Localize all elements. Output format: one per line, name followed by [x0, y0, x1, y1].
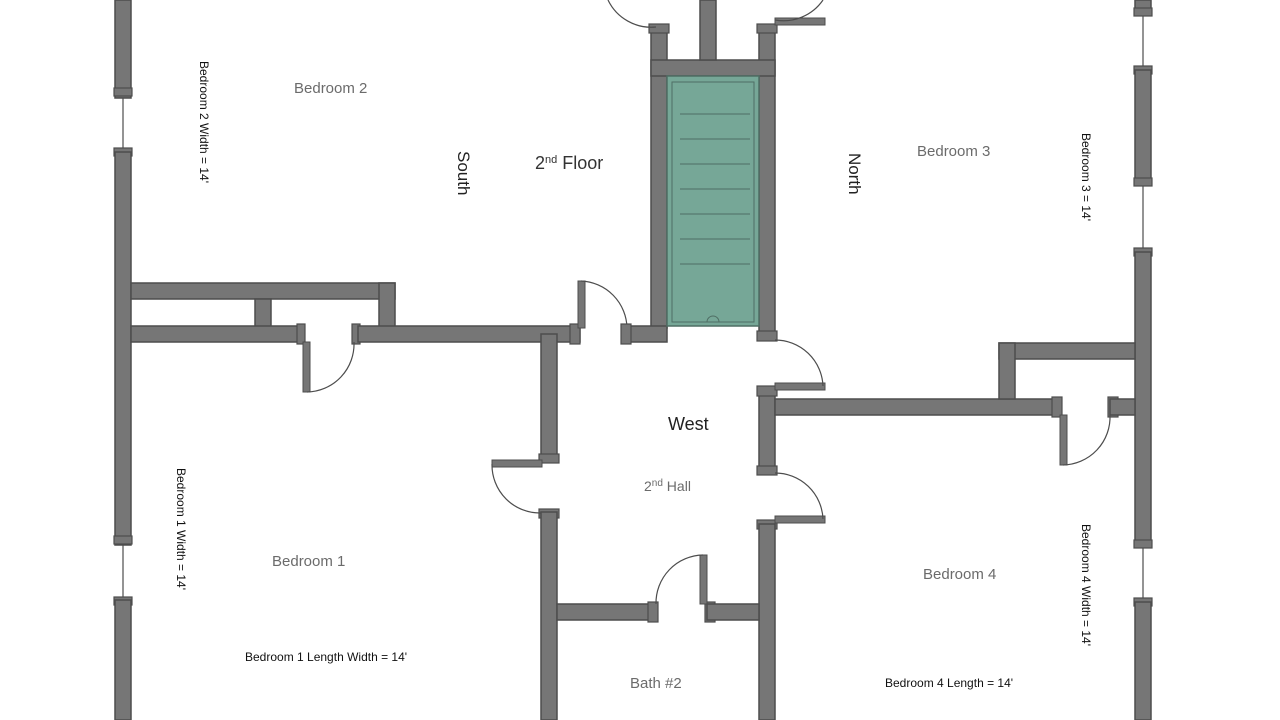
right-exterior-wall	[1133, 0, 1153, 720]
left-exterior-wall	[113, 0, 133, 720]
direction-south: South	[454, 151, 473, 195]
bedroom-4-label: Bedroom 4	[923, 566, 996, 583]
bedroom-2-label: Bedroom 2	[294, 80, 367, 97]
bedroom-3-label: Bedroom 3	[917, 143, 990, 160]
bedroom-1-width-dim: Bedroom 1 Width = 14'	[174, 468, 188, 590]
door-hall-north	[577, 280, 628, 329]
hall-east-wall	[756, 385, 778, 720]
bath-label: Bath #2	[630, 675, 682, 692]
bedroom-3-4-walls	[774, 342, 1136, 418]
bedroom-4-width-dim: Bedroom 4 Width = 14'	[1079, 524, 1093, 646]
door-top-left	[607, 0, 657, 28]
bedroom-closet-walls	[130, 282, 581, 345]
bedroom-1-label: Bedroom 1	[272, 553, 345, 570]
direction-north: North	[845, 153, 864, 195]
closet-door-bedroom-1	[302, 341, 355, 393]
door-bath	[655, 554, 708, 605]
hall-west-wall	[538, 333, 560, 720]
floor-title: 2nd Floor	[535, 153, 603, 173]
direction-west: West	[668, 414, 709, 434]
closet-door-bedroom-4	[1059, 414, 1111, 466]
door-top-right	[774, 0, 826, 26]
bedroom-3-dim: Bedroom 3 = 14'	[1079, 133, 1093, 221]
hall-label: 2nd Hall	[644, 478, 691, 494]
bedroom-4-length-dim: Bedroom 4 Length = 14'	[885, 676, 1013, 690]
door-bedroom-4	[774, 472, 826, 524]
staircase	[666, 75, 760, 327]
door-bedroom-1	[491, 459, 543, 514]
bedroom-1-length-dim: Bedroom 1 Length Width = 14'	[245, 650, 407, 664]
bedroom-2-width-dim: Bedroom 2 Width = 14'	[197, 61, 211, 183]
bath-walls	[556, 601, 760, 623]
door-bedroom-3	[774, 339, 826, 391]
